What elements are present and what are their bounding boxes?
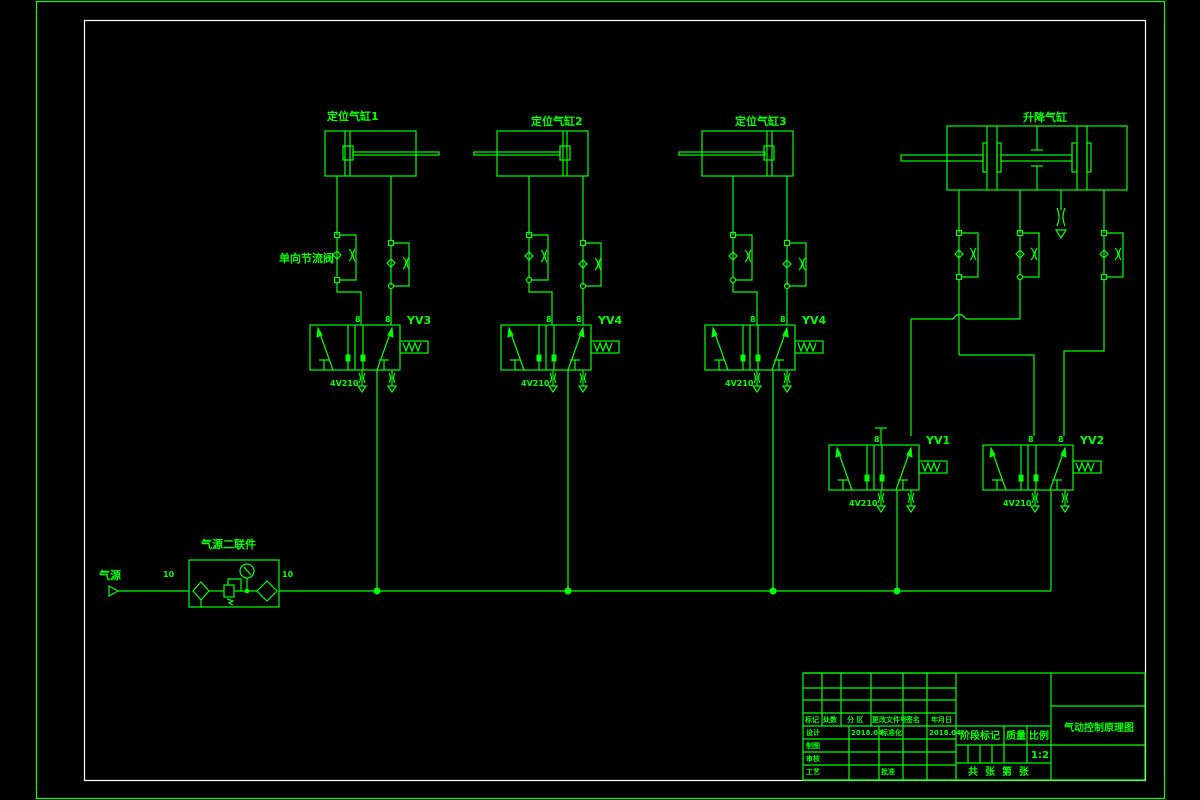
exhaust-silencer xyxy=(1059,490,1071,514)
cylinder-1-label: 定位气缸1 xyxy=(327,109,379,123)
flow-control-valve xyxy=(728,231,758,325)
sheets-label: 共 张 第 张 xyxy=(968,765,1030,778)
junction-dot xyxy=(769,587,777,595)
title-block-header-cell: 签名 xyxy=(905,715,920,724)
lift-cylinder: 升降气缸 xyxy=(900,110,1128,240)
solenoid-valve: 8 8 YV4 4V210 xyxy=(704,314,826,394)
solenoid-coil xyxy=(918,460,948,474)
pipe-out-size: 10 xyxy=(282,570,294,579)
flow-control-valve xyxy=(332,231,362,325)
valve-model: 4V210 xyxy=(725,379,754,388)
valve-model: 4V210 xyxy=(521,379,550,388)
exhaust-silencer xyxy=(781,370,793,394)
junction-dot xyxy=(564,587,572,595)
solenoid-label: YV4 xyxy=(801,314,826,327)
filter-symbol xyxy=(192,581,210,601)
port-a-size: 8 xyxy=(750,315,756,324)
solenoid-coil xyxy=(1072,460,1102,474)
title-block-header-cell: 标记 xyxy=(804,715,819,724)
regulator-symbol xyxy=(223,584,235,598)
valve-model: 4V210 xyxy=(849,499,878,508)
port-a-size: 8 xyxy=(874,435,880,444)
exhaust-silencer xyxy=(356,370,368,394)
title-block-header-cell: 年月日 xyxy=(931,715,952,724)
supply-junctions xyxy=(373,370,901,595)
flow-control-valve xyxy=(966,229,1040,320)
flow-control-valve xyxy=(524,231,553,325)
junction-dot xyxy=(893,587,901,595)
flow-control-valve xyxy=(578,239,602,325)
outer-frame xyxy=(35,0,1166,800)
flow-control-valve xyxy=(386,239,410,325)
weight-label: 质量 xyxy=(1006,729,1026,742)
exhaust-silencer xyxy=(386,370,398,394)
approve-label: 批准 xyxy=(881,767,895,776)
exhaust-silencer xyxy=(751,370,763,394)
valve-model: 4V210 xyxy=(330,379,359,388)
solenoid-label: YV3 xyxy=(406,314,431,327)
title-block-header-cell: 处数 xyxy=(822,715,838,724)
flow-control-valves: 单向节流阀 xyxy=(279,229,1124,436)
title-block-design-cell: 2018.04 xyxy=(851,729,883,737)
port-a-size: 8 xyxy=(355,315,361,324)
pipe-in-size: 10 xyxy=(163,570,175,579)
solenoid-label: YV1 xyxy=(925,434,950,447)
frl-unit: 气源二联件 10 xyxy=(188,490,1052,608)
port-a-size: 8 xyxy=(1028,435,1034,444)
port-b-size: 8 xyxy=(576,315,582,324)
port-a-size: 8 xyxy=(546,315,552,324)
air-source: 气源 10 xyxy=(98,568,189,598)
inner-frame xyxy=(83,19,1147,782)
junction-dot xyxy=(373,587,381,595)
valve-model: 4V210 xyxy=(1003,499,1032,508)
lift-cylinder-label: 升降气缸 xyxy=(1023,110,1067,124)
title-block-row-label: 工艺 xyxy=(806,767,820,776)
cylinder-3-label: 定位气缸3 xyxy=(735,114,787,128)
solenoid-coil xyxy=(794,340,824,354)
flow-control-valve xyxy=(782,239,807,325)
exhaust-silencer xyxy=(905,490,917,514)
port-b-size: 8 xyxy=(780,315,786,324)
solenoid-label: YV4 xyxy=(597,314,622,327)
scale-label: 比例 xyxy=(1029,729,1049,742)
solenoid-valve: 8 8 YV4 4V210 xyxy=(500,314,622,394)
cylinder-3: 定位气缸3 xyxy=(678,114,794,240)
title-block-design-cell: 2018.04 xyxy=(929,729,961,737)
cylinder-2: 定位气缸2 xyxy=(473,114,589,240)
port-b-size: 8 xyxy=(1058,435,1064,444)
flow-control-valve xyxy=(1063,229,1124,436)
solenoid-coil xyxy=(399,340,429,354)
scale-value: 1:2 xyxy=(1031,750,1049,761)
exhaust-silencer xyxy=(547,370,559,394)
exhaust-silencer xyxy=(875,490,887,514)
solenoid-coil xyxy=(590,340,620,354)
cylinder-1: 定位气缸1 xyxy=(324,109,440,240)
solenoid-valve: 8 YV1 4V210 xyxy=(828,427,950,514)
title-block-design-cell: 设计 xyxy=(806,728,820,737)
air-source-symbol xyxy=(108,584,120,598)
flow-valve-label: 单向节流阀 xyxy=(279,251,334,265)
title-block-header-cell: 分 区 xyxy=(847,715,863,724)
cylinder-2-label: 定位气缸2 xyxy=(531,114,583,128)
drawing-name: 气动控制原理图 xyxy=(1063,721,1134,734)
title-block-header-cell: 更改文件号 xyxy=(872,715,907,724)
lubricator-symbol xyxy=(256,580,278,602)
exhaust-silencer xyxy=(1029,490,1041,514)
frl-label: 气源二联件 xyxy=(200,537,256,551)
solenoid-valve: 8 8 YV3 4V210 xyxy=(309,314,431,394)
solenoid-label: YV2 xyxy=(1079,434,1104,447)
port-b-size: 8 xyxy=(385,315,391,324)
air-source-label: 气源 xyxy=(98,568,121,582)
solenoid-valve: 8 8 YV2 4V210 xyxy=(982,434,1104,514)
exhaust-silencer xyxy=(577,370,589,394)
title-block-design-cell: 标准化 xyxy=(880,728,902,737)
title-block-row-label: 制图 xyxy=(806,741,820,750)
title-block-row-label: 审核 xyxy=(806,754,820,763)
stage-mark-label: 阶段标记 xyxy=(960,729,1000,742)
flow-control-valve xyxy=(954,229,979,355)
